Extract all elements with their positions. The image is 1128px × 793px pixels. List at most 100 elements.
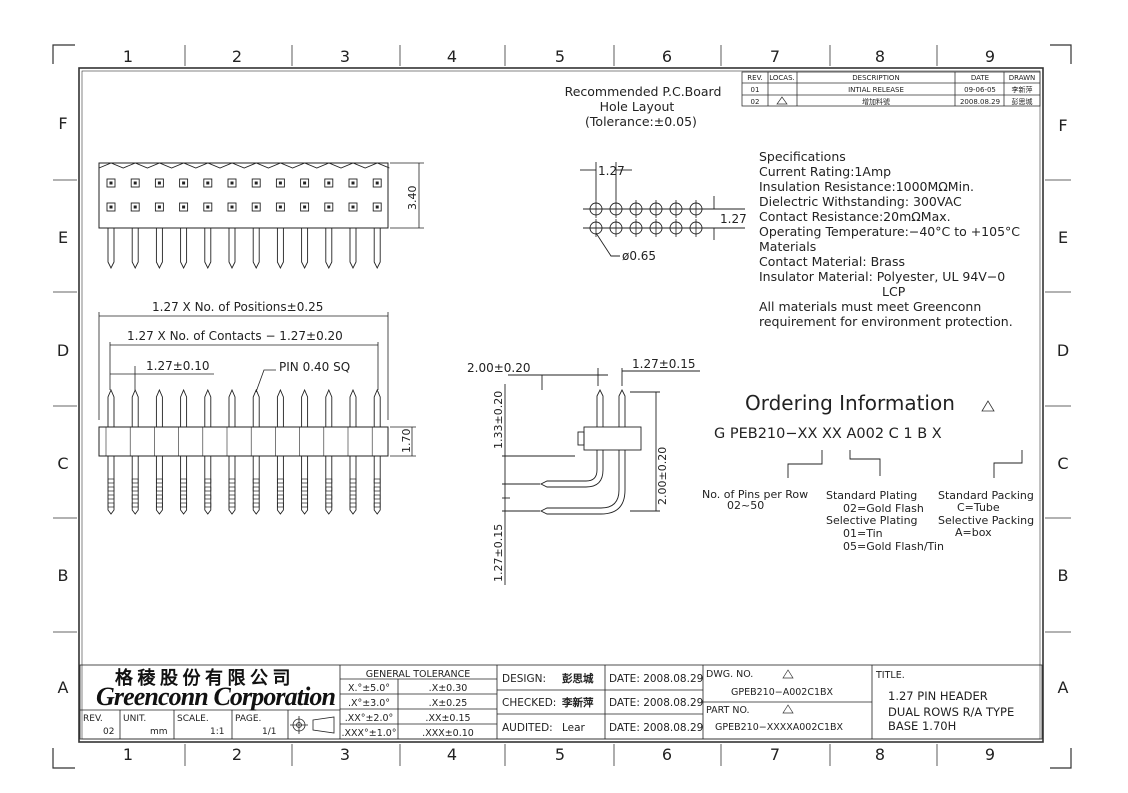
grid-row-label: C [57,454,68,473]
pin-tail-segment [131,478,139,484]
pin-square-core [182,205,186,209]
tolerance-cell: .XXX±0.10 [422,728,474,739]
grid-col-label: 6 [662,47,672,66]
grid-col-label: 7 [770,745,780,764]
front-view-pin [349,456,357,515]
title-line: 1.27 PIN HEADER [888,689,988,703]
grid-col-label: 3 [340,47,350,66]
pin-tail-segment [228,478,236,484]
pin-square [106,202,116,212]
pin-tail-segment [180,502,187,508]
design-date: DATE: 2008.08.29 [609,673,703,685]
grid-col-label: 5 [555,745,565,764]
pin-square [251,178,261,188]
revision-triangle-icon [782,704,794,714]
grid-row-label: A [58,678,69,697]
spec-line: Dielectric Withstanding: 300VAC [759,194,962,209]
ordering-selective-option: 01=Tin [843,527,883,540]
audited-value: Lear [562,722,586,734]
grid-col-label: 5 [555,47,565,66]
pin-square [275,178,285,188]
spec-line: All materials must meet Greenconn [759,299,981,314]
ordering-selective-title: Selective Plating [826,514,918,527]
tolerance-cell: .XX°±2.0° [345,713,394,724]
pin-square-core [133,205,137,209]
tolerance-cell: .X±0.30 [429,683,468,694]
rev-header: DATE [971,74,989,82]
ordering-sel-packing-option: A=box [955,526,992,539]
hole-layout-title: Recommended P.C.Board [565,84,722,99]
tolerance-cell: .XXX°±1.0° [341,728,396,739]
checked-label: CHECKED: [502,697,556,709]
grid-row-label: C [1057,454,1068,473]
rev-header: LOCAS. [769,74,795,82]
ordering-sel-packing-title: Selective Packing [938,514,1034,527]
grid-col-label: 6 [662,745,672,764]
pin-tail-segment [228,494,236,500]
pin-tail-segment [204,478,212,484]
pin-tail-segment [373,486,381,492]
pin-square-core [157,181,161,185]
grid-row-label: D [57,341,69,360]
pin-tail-segment [228,486,236,492]
pin-tail-segment [277,478,284,484]
spec-line: Contact Resistance:20mΩMax. [759,209,951,224]
pin-square [275,202,285,212]
pin-tail-segment [373,502,381,508]
front-view-pin [301,456,309,515]
pin-tail-segment [301,502,308,508]
front-view: 1.27 X No. of Positions±0.25 1.27 X No. … [98,300,416,515]
spec-line: Insulation Resistance:1000MΩMin. [759,179,974,194]
spec-title: Specifications [759,149,846,164]
front-view-pin [373,456,381,515]
pin-square [203,178,213,188]
title-line: DUAL ROWS R/A TYPE [888,705,1014,719]
hole-pitch-dim-vertical: 1.27 [720,212,747,226]
design-label: DESIGN: [502,673,546,685]
pin-square-core [254,181,258,185]
top-view-pin [180,228,188,270]
pin-tail-segment [325,494,333,500]
top-view-pin [252,228,260,270]
pin-tail-segment [252,502,260,508]
checked-value: 李新萍 [561,696,594,709]
scale-label: SCALE. [177,714,209,724]
spec-line: requirement for environment protection. [759,314,1013,329]
tolerance-cell: .XX±0.15 [425,713,470,724]
spec-line: Insulator Material: Polyester, UL 94V−0 [759,269,1005,284]
spec-line: Current Rating:1Amp [759,164,891,179]
unit-label: UNIT. [123,714,146,724]
grid-col-label: 4 [447,47,457,66]
part-no-value: GPEB210−XXXXA002C1BX [715,722,844,733]
hole-diameter-dim: ø0.65 [622,249,656,263]
front-view-pin [131,456,139,515]
design-value: 彭思城 [562,672,594,685]
front-view-pin [180,456,188,515]
front-view-pin [325,388,333,427]
front-view-pin [155,456,163,515]
pin-tail-segment [252,494,260,500]
top-view-pin [131,228,139,270]
rev-value: 02 [103,727,114,737]
pin-tail-segment [277,494,284,500]
base-height-dim: 1.70 [400,429,413,454]
pin-tail-segment [277,502,284,508]
front-view-pin [325,456,333,515]
side-pitch-dim: 1.27±0.15 [632,357,696,371]
grid-row-label: B [1058,566,1069,585]
grid-col-label: 1 [123,47,133,66]
pin-tail-segment [349,502,357,508]
grid-row-label: F [58,114,67,133]
pin-square [372,178,382,188]
pin-tail-segment [180,478,187,484]
front-view-pin [107,456,115,515]
top-view-height-dim: 3.40 [406,186,419,211]
pin-tail-segment [204,486,212,492]
front-view-pin [349,388,357,427]
pin-tail-segment [107,486,115,492]
side-right-dim: 2.00±0.20 [656,447,669,505]
spec-line: LCP [882,284,906,299]
page-label: PAGE. [235,714,261,724]
top-view-pin [107,228,115,270]
